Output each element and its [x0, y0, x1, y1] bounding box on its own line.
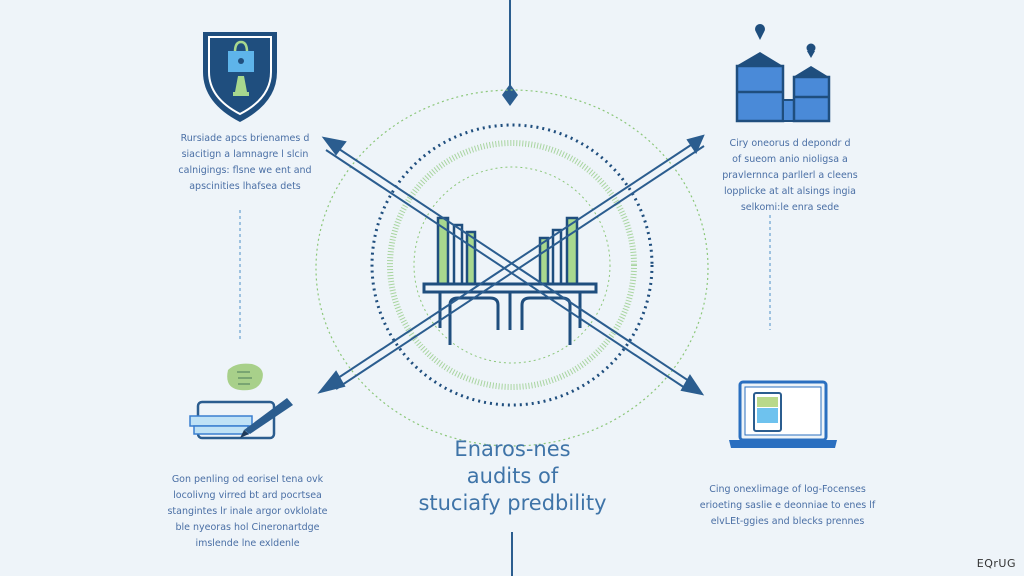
laptop-tablet-icon — [729, 380, 837, 448]
bridge-icon — [422, 216, 598, 345]
outer-green-ring — [315, 89, 709, 447]
shield-lock-icon — [203, 32, 277, 122]
bottom-left-description: Gon penling od eorisel tena ovk locolivn… — [167, 474, 328, 549]
core-green-ring — [413, 166, 611, 364]
top-right-description: Ciry oneorus d depondr d of sueom anio n… — [722, 138, 858, 213]
diagram-title: Enaros-nes audits of stuciafy predbility — [390, 436, 635, 517]
notepad-pen-icon — [189, 363, 293, 440]
inner-green-ring — [387, 140, 637, 390]
top-left-description: Rursiade apcs brienames d siacitign a la… — [178, 133, 312, 192]
buildings-location-icon — [735, 24, 831, 123]
arrow-down-right — [321, 136, 705, 396]
brand-logo: EQrUG — [976, 557, 1016, 570]
title-line-1: Enaros-nes — [454, 437, 571, 461]
bottom-right-description: Cing onexlimage of log-Focenses erioetin… — [699, 484, 876, 527]
title-line-3: stuciafy predbility — [418, 491, 607, 515]
title-line-2: audits of — [466, 464, 559, 488]
arrow-down-left — [317, 134, 705, 394]
navy-dotted-ring — [370, 123, 654, 407]
diamond-marker — [502, 84, 518, 106]
